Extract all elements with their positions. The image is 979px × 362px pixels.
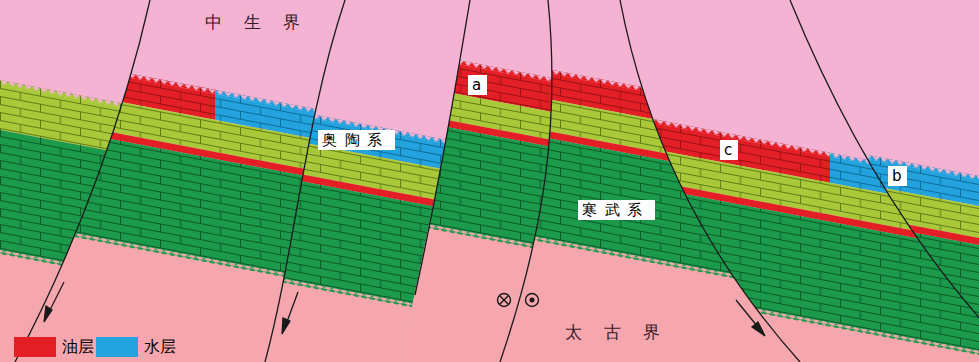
fault-line bbox=[500, 0, 552, 362]
label-box: c bbox=[720, 140, 738, 160]
fault-line bbox=[15, 0, 150, 362]
layer-label: b bbox=[892, 167, 902, 185]
into-page-cross bbox=[499, 295, 508, 304]
layer-label: c bbox=[724, 141, 732, 159]
fault-line bbox=[265, 0, 345, 362]
layer-label: 奥陶系 bbox=[322, 131, 390, 149]
strike-slip-symbol bbox=[498, 294, 539, 307]
layer-label: 寒武系 bbox=[582, 201, 650, 219]
fault-line bbox=[790, 0, 979, 330]
legend-text: 油层 bbox=[62, 337, 94, 357]
fault-line bbox=[620, 0, 800, 362]
into-page-symbol bbox=[498, 294, 511, 307]
label-box: b bbox=[888, 166, 907, 186]
stratum-name: 太古界 bbox=[565, 322, 682, 342]
fault-lines bbox=[15, 0, 979, 362]
slip-arrow-head bbox=[282, 318, 290, 334]
slip-arrow-head bbox=[44, 306, 52, 322]
label-box: 寒武系 bbox=[578, 200, 655, 220]
label-box: a bbox=[468, 75, 487, 95]
label-box: 奥陶系 bbox=[318, 130, 395, 150]
out-of-page-dot bbox=[530, 298, 534, 302]
legend-swatch bbox=[14, 337, 56, 357]
legend-text: 水层 bbox=[144, 337, 176, 357]
legend-swatch bbox=[96, 337, 138, 357]
stratum-name: 中生界 bbox=[205, 12, 322, 32]
layer-label: a bbox=[472, 76, 481, 94]
slip-arrow-head bbox=[752, 322, 765, 336]
fault-line bbox=[415, 0, 470, 295]
out-of-page-symbol bbox=[526, 294, 539, 307]
